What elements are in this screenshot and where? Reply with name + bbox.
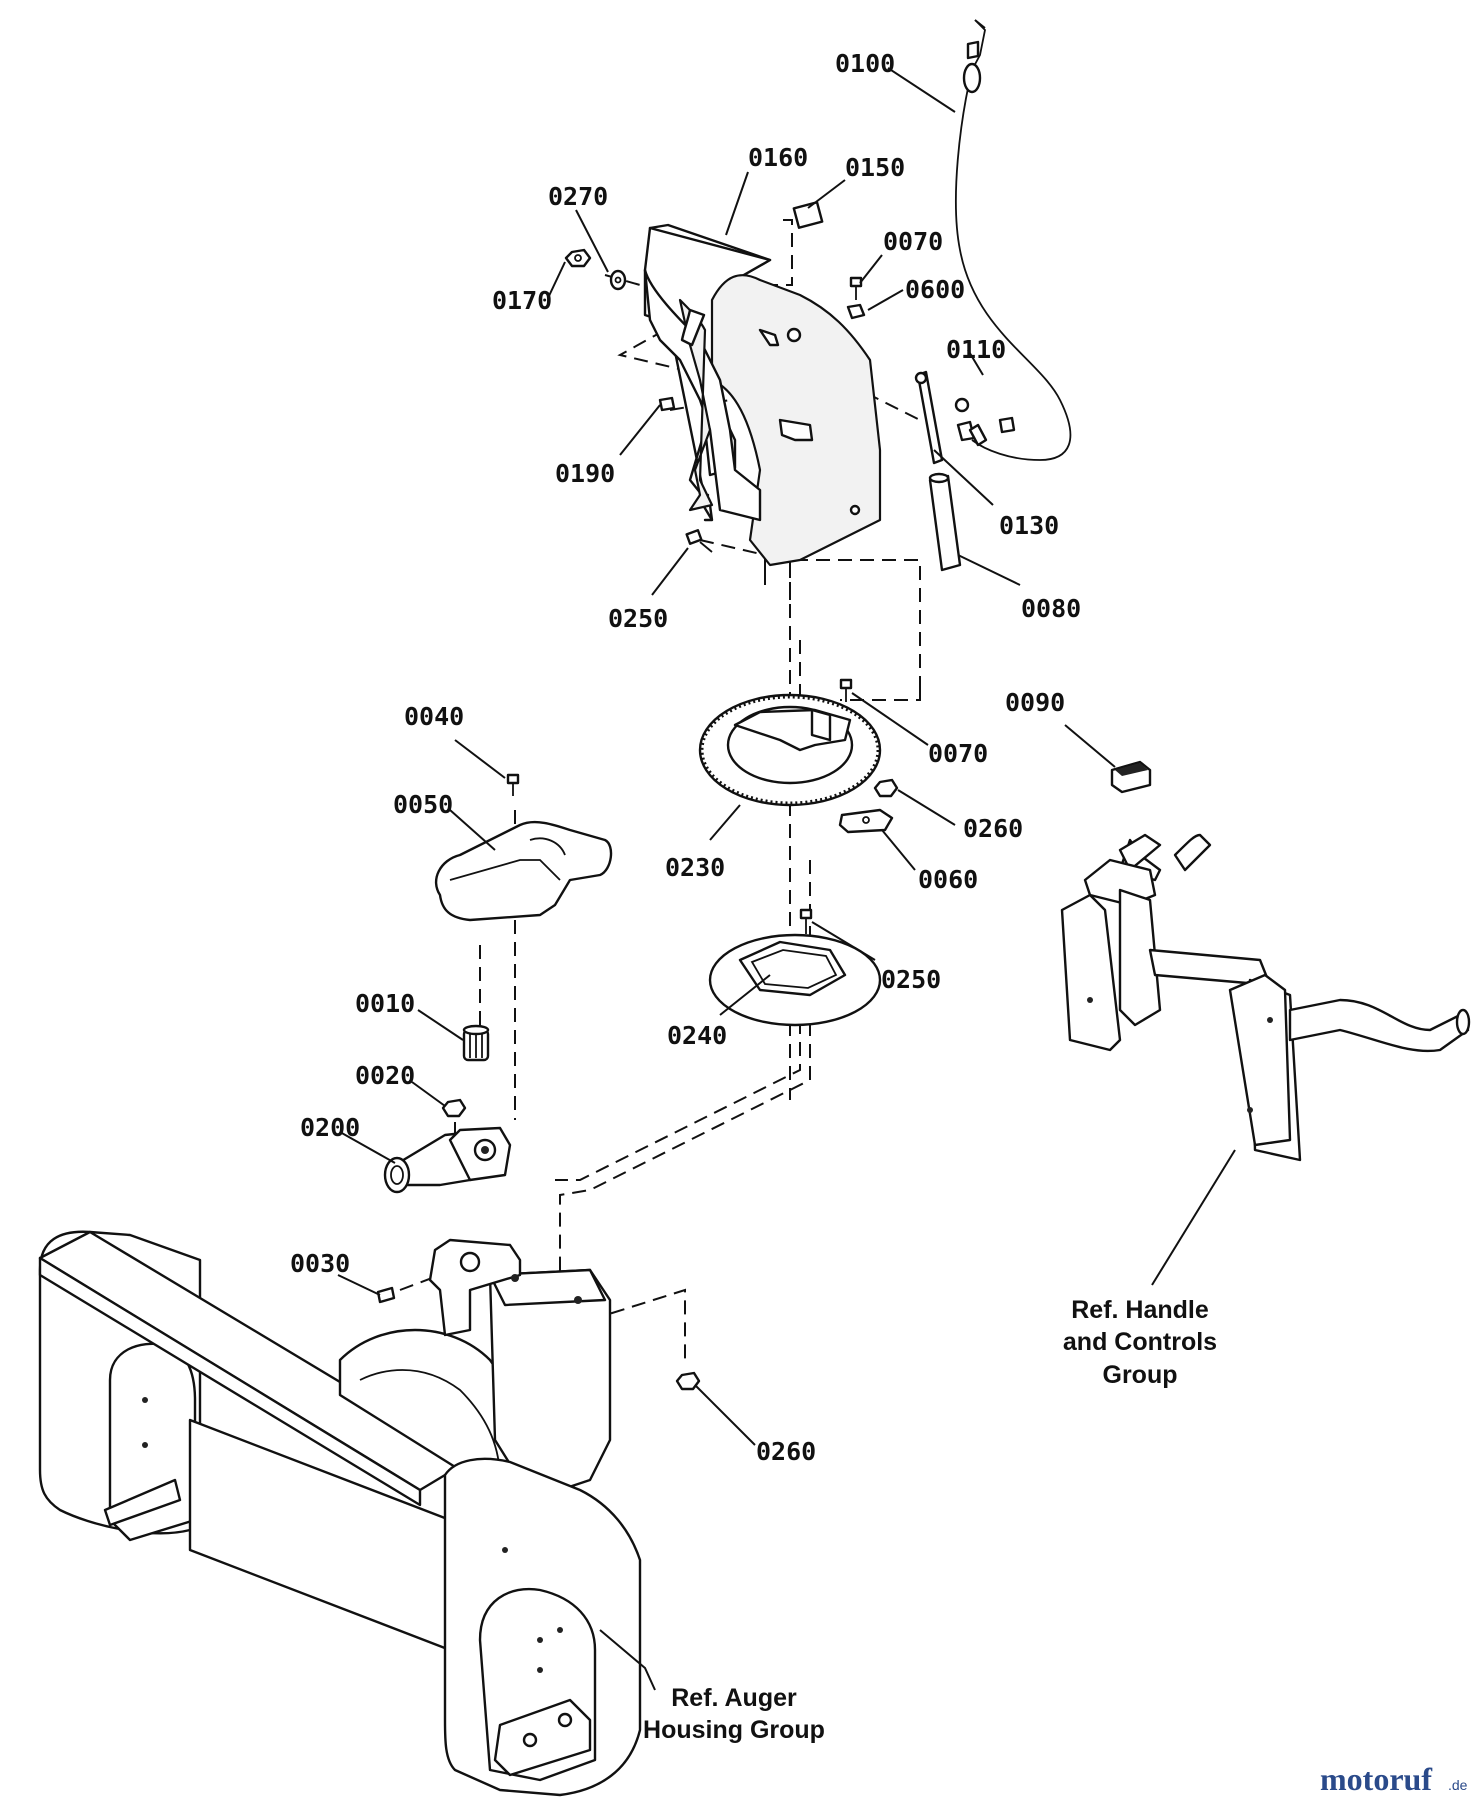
part-label: 0240 <box>667 1021 727 1050</box>
screw-0030 <box>376 1286 396 1304</box>
part-label: 0080 <box>1021 594 1081 623</box>
pinion-gear <box>462 1024 490 1062</box>
part-label: 0030 <box>290 1249 350 1278</box>
part-label: 0010 <box>355 989 415 1018</box>
control-cable <box>955 19 1072 461</box>
ref-auger-line-2: Housing Group <box>643 1716 825 1744</box>
part-label: 0100 <box>835 49 895 78</box>
chute-rotation-ring <box>698 693 882 807</box>
part-labels: 0100 0160 0150 0270 0070 0600 0170 0110 … <box>290 49 1081 1466</box>
part-label: 0190 <box>555 459 615 488</box>
bearing-plate <box>708 933 882 1027</box>
part-label: 0170 <box>492 286 552 315</box>
rod-0130 <box>914 370 944 465</box>
screw-0250-top <box>685 529 713 553</box>
part-label: 0070 <box>883 227 943 256</box>
part-label: 0130 <box>999 511 1059 540</box>
part-label: 0040 <box>404 702 464 731</box>
part-label: 0230 <box>665 853 725 882</box>
watermark-logo: motoruf .de <box>1320 1761 1468 1797</box>
part-label: 0250 <box>608 604 668 633</box>
part-label: 0250 <box>881 965 941 994</box>
screw-0070-ring <box>839 678 853 702</box>
part-label: 0070 <box>928 739 988 768</box>
part-label: 0090 <box>1005 688 1065 717</box>
part-label: 0150 <box>845 153 905 182</box>
part-label: 0600 <box>905 275 965 304</box>
part-label: 0270 <box>548 182 608 211</box>
ref-auger-line-1: Ref. Auger <box>671 1684 797 1712</box>
gear-cover <box>434 820 613 922</box>
auger-housing <box>38 1230 642 1797</box>
nut-0170 <box>564 248 592 268</box>
screw-0070-top <box>849 276 863 300</box>
part-label: 0110 <box>946 335 1006 364</box>
screw-0040 <box>506 773 520 796</box>
handle-assembly <box>1060 833 1471 1162</box>
discharge-chute <box>643 223 882 567</box>
part-label: 0160 <box>748 143 808 172</box>
watermark-brand: motoruf <box>1320 1761 1432 1797</box>
watermark-tld: .de <box>1448 1777 1468 1793</box>
chute-motor <box>383 1126 512 1194</box>
part-label: 0020 <box>355 1061 415 1090</box>
part-label: 0260 <box>756 1437 816 1466</box>
part-label: 0060 <box>918 865 978 894</box>
control-switch <box>1110 760 1152 794</box>
ref-handle-line-1: Ref. Handle <box>1071 1296 1209 1324</box>
tube-0080 <box>928 472 962 572</box>
clip-0600 <box>846 303 866 320</box>
part-label: 0050 <box>393 790 453 819</box>
ref-handle-line-3: Group <box>1103 1361 1178 1389</box>
part-label: 0200 <box>300 1113 360 1142</box>
part-label: 0260 <box>963 814 1023 843</box>
screw-0250-mid <box>799 908 813 934</box>
leader-lines <box>337 67 1236 1691</box>
reference-labels: Ref. Handle and Controls Group Ref. Auge… <box>643 1296 1217 1744</box>
washer-0270 <box>609 269 627 291</box>
ref-handle-line-2: and Controls <box>1063 1328 1217 1356</box>
